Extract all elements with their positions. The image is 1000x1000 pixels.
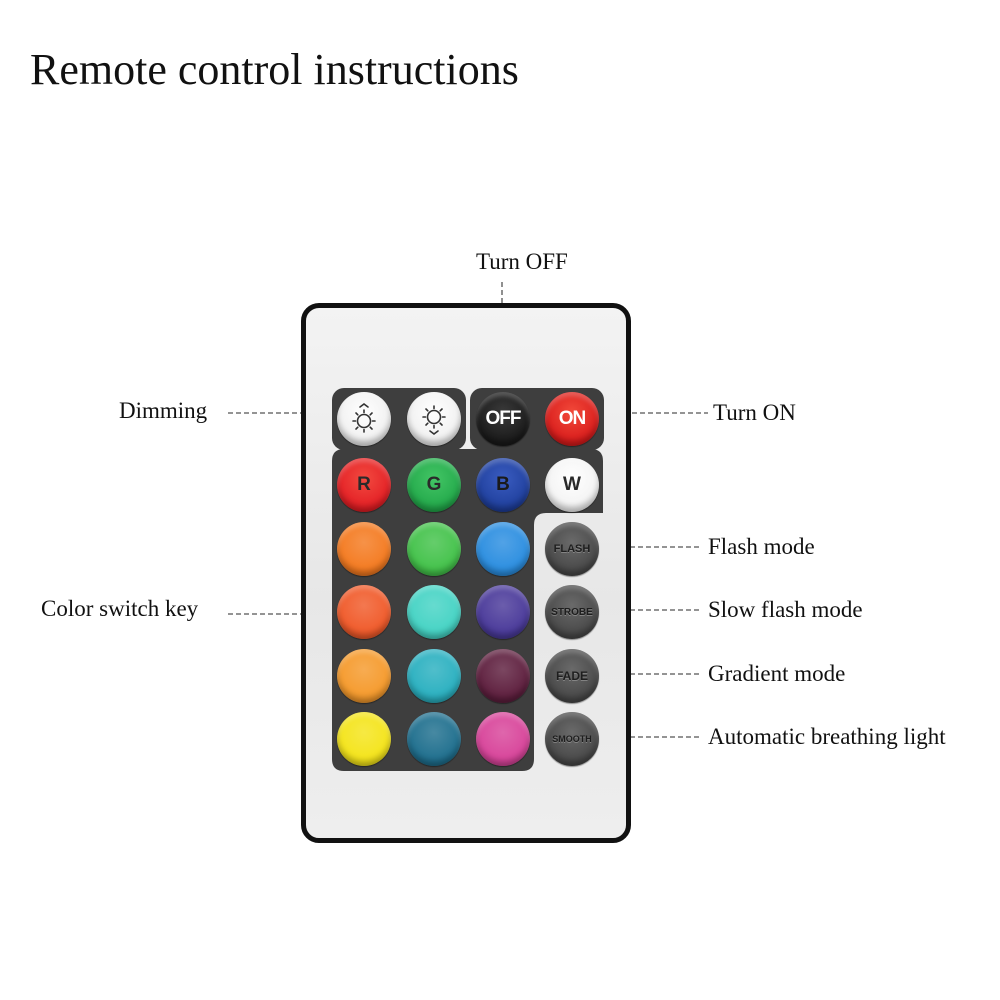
page-title: Remote control instructions [30,45,519,94]
brightness-down-button[interactable] [407,392,461,446]
remote-control: OFF ON R G B W FLASH STROBE FADE SMOOTH [301,303,631,843]
red-button-label: R [357,474,371,495]
callout-dimming: Dimming [119,398,208,423]
callout-automatic-breathing-light: Automatic breathing light [708,724,946,749]
flash-button-label: FLASH [553,543,591,555]
sun-up-icon [352,403,376,433]
color-button-r2c2[interactable] [407,585,461,639]
callout-gradient-mode: Gradient mode [708,661,846,686]
color-panel [332,449,603,771]
callout-flash-mode: Flash mode [708,534,815,559]
callout-turn-off: Turn OFF [476,249,568,274]
callout-color-switch-key: Color switch key [41,596,199,621]
off-button-label: OFF [485,408,522,429]
color-button-r4c1[interactable] [337,712,391,766]
callout-turn-on: Turn ON [713,400,796,425]
sun-down-icon [422,405,446,435]
strobe-button[interactable]: STROBE [545,585,599,639]
color-button-r4c3[interactable] [476,712,530,766]
fade-button[interactable]: FADE [545,649,599,703]
smooth-button[interactable]: SMOOTH [545,712,599,766]
white-button-label: W [563,474,581,495]
green-button-label: G [426,474,442,495]
flash-button[interactable]: FLASH [545,522,599,576]
color-button-r1c3[interactable] [476,522,530,576]
blue-button[interactable]: B [476,458,530,512]
color-button-r3c2[interactable] [407,649,461,703]
on-button-label: ON [558,408,586,429]
white-button[interactable]: W [545,458,599,512]
blue-button-label: B [496,474,510,495]
off-button[interactable]: OFF [476,392,530,446]
color-button-r3c3[interactable] [476,649,530,703]
on-button[interactable]: ON [545,392,599,446]
color-button-r3c1[interactable] [337,649,391,703]
color-button-r2c3[interactable] [476,585,530,639]
color-button-r2c1[interactable] [337,585,391,639]
smooth-button-label: SMOOTH [552,734,592,744]
fade-button-label: FADE [555,669,588,683]
color-button-r1c2[interactable] [407,522,461,576]
callout-slow-flash-mode: Slow flash mode [708,597,863,622]
brightness-up-button[interactable] [337,392,391,446]
color-button-r4c2[interactable] [407,712,461,766]
strobe-button-label: STROBE [551,606,593,618]
red-button[interactable]: R [337,458,391,512]
color-button-r1c1[interactable] [337,522,391,576]
green-button[interactable]: G [407,458,461,512]
